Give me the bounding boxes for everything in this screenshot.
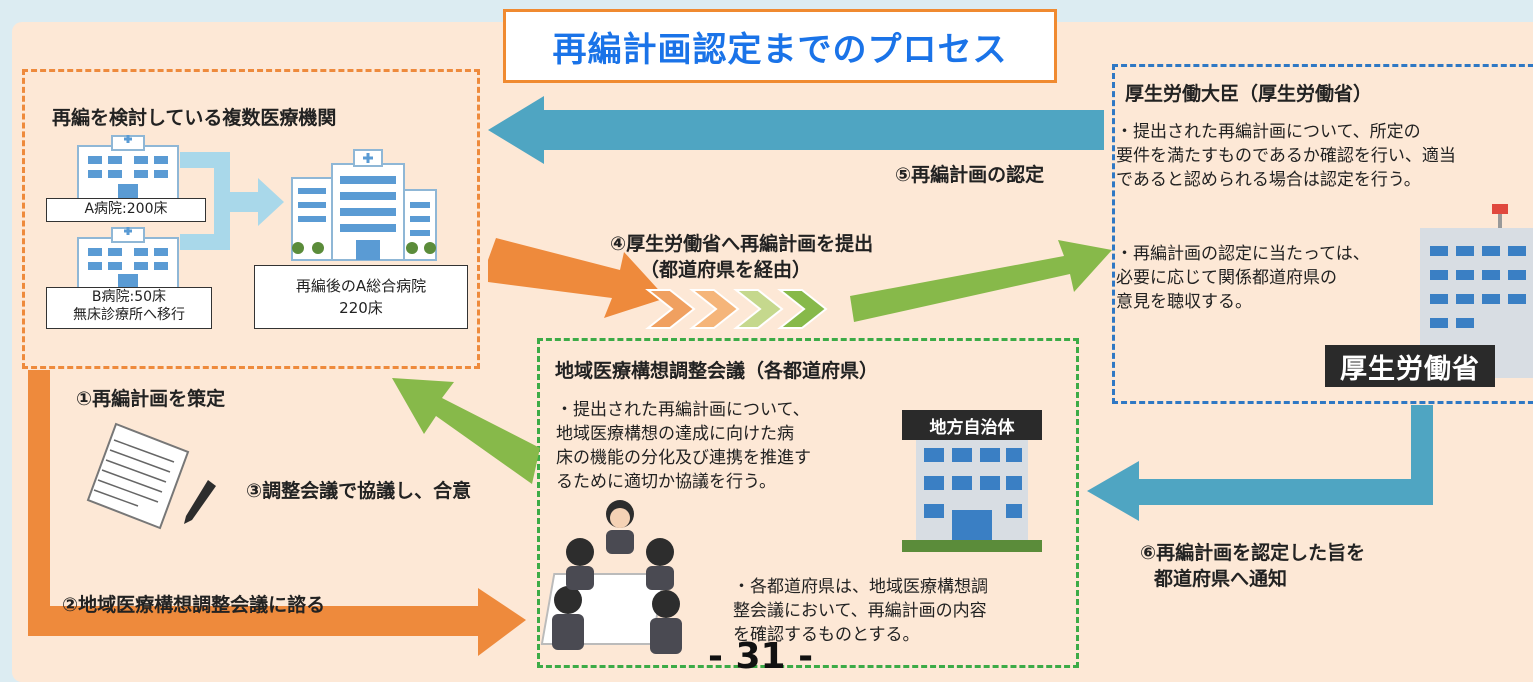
step4-label-line-2: （都道府県を経由） [640,259,812,281]
step2-label: ②地域医療構想調整会議に諮る [62,594,326,616]
ministry-text-2-line-1: ・再編計画の認定に当たっては、 [1116,244,1370,264]
local-gov-building-icon [902,440,1042,552]
ministry-text-2-line-3: 意見を聴収する。 [1116,292,1252,312]
step1-label: ①再編計画を策定 [76,388,226,410]
merge-arrow [180,152,284,250]
document-pen-icon [86,422,216,530]
ministry-building-icon [1420,204,1533,378]
page-number: - 31 - [708,636,814,677]
council-text-1-line-4: るために適切か協議を行う。 [556,472,776,492]
hospital-a-label: A病院:200床 [46,198,206,222]
council-text-2-line-1: ・各都道府県は、地域医療構想調 [733,577,988,597]
ministry-text-2: ・再編計画の認定に当たっては、 必要に応じて関係都道府県の 意見を聴収する。 [1116,242,1370,314]
merged-hospital-icon [291,149,437,261]
page-title: 再編計画認定までのプロセス [552,29,1008,70]
step5-label: ⑤再編計画の認定 [895,164,1045,186]
hospital-b-text-2: 無床診療所へ移行 [73,307,185,323]
step6-label-line-1: ⑥再編計画を認定した旨を [1140,542,1366,564]
step4-label: ④厚生労働省へ再編計画を提出 （都道府県を経由） [610,231,873,283]
ministry-heading: 厚生労働大臣（厚生労働省） [1125,83,1373,105]
council-text-1: ・提出された再編計画について、 地域医療構想の達成に向けた病 床の機能の分化及び… [556,398,811,494]
ministry-text-2-line-2: 必要に応じて関係都道府県の [1116,268,1337,288]
hospitals-heading: 再編を検討している複数医療機関 [52,107,337,129]
step4-label-line-1: ④厚生労働省へ再編計画を提出 [610,233,874,255]
hospital-b-icon [77,227,179,289]
step3-label: ③調整会議で協議し、合意 [246,480,472,502]
council-text-2: ・各都道府県は、地域医療構想調 整会議において、再編計画の内容 を確認するものと… [733,575,988,647]
local-gov-sign: 地方自治体 [902,410,1042,440]
ministry-sign: 厚生労働省 [1325,345,1495,387]
merged-hospital-text-1: 再編後のA総合病院 [295,277,427,295]
meeting-people-icon [540,500,682,654]
hospitals-box [22,69,480,369]
hospital-b-text-1: B病院:50床 [91,289,167,305]
step6-arrow [1087,405,1433,521]
step4-arrow-left [488,238,666,318]
ministry-text-1-line-1: ・提出された再編計画について、所定の [1116,122,1421,142]
council-text-2-line-3: を確認するものとする。 [733,625,920,645]
step6-label: ⑥再編計画を認定した旨を 都道府県へ通知 [1140,540,1365,592]
merged-hospital-text-2: 220床 [339,299,383,317]
step2-arrow [28,370,526,656]
merged-hospital-label: 再編後のA総合病院 220床 [254,265,468,329]
hospital-a-icon [77,135,179,201]
step5-arrow [488,96,1104,164]
council-text-1-line-1: ・提出された再編計画について、 [556,400,810,420]
ministry-box [1112,64,1533,404]
step3-arrow [392,378,540,484]
council-text-2-line-2: 整会議において、再編計画の内容 [733,601,987,621]
step4-arrow-right [850,240,1112,322]
ministry-text-1-line-2: 要件を満たすものであるか確認を行い、適当 [1116,146,1456,166]
council-heading: 地域医療構想調整会議（各都道府県） [555,360,879,382]
hospital-a-text: A病院:200床 [84,201,168,217]
ministry-text-1: ・提出された再編計画について、所定の 要件を満たすものであるか確認を行い、適当 … [1116,120,1456,192]
step6-label-line-2: 都道府県へ通知 [1154,568,1288,590]
step4-chevrons [645,289,828,329]
council-text-1-line-3: 床の機能の分化及び連携を推進す [556,448,811,468]
hospital-b-label: B病院:50床 無床診療所へ移行 [46,287,212,329]
council-text-1-line-2: 地域医療構想の達成に向けた病 [556,424,794,444]
ministry-text-1-line-3: であると認められる場合は認定を行う。 [1116,170,1421,190]
title-box: 再編計画認定までのプロセス [503,9,1057,83]
